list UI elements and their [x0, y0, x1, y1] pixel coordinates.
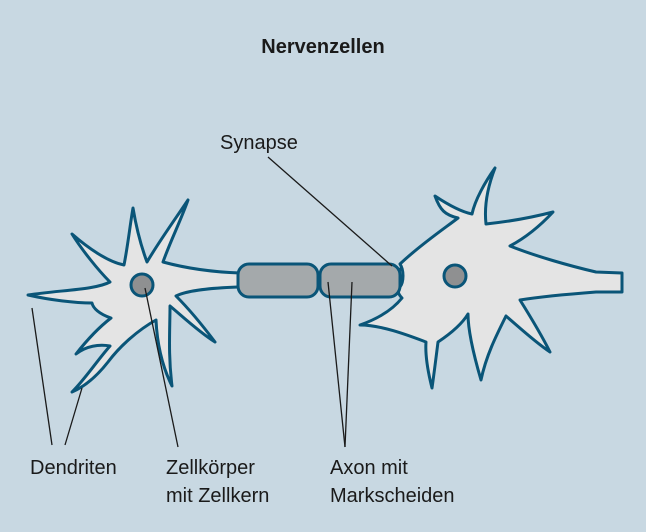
axon-label-line2: Markscheiden	[330, 485, 455, 507]
cell-body-label-line1: Zellkörper	[166, 457, 255, 479]
dendrite-leader-line-1	[32, 308, 52, 445]
synapse-leader-line	[268, 157, 392, 266]
left-nucleus	[131, 274, 153, 296]
dendrites-label: Dendriten	[30, 457, 117, 479]
axon-leader-line-1	[328, 282, 345, 447]
axon-label-line1: Axon mit	[330, 457, 408, 479]
myelin-sheath-2	[320, 264, 400, 297]
dendrite-leader-line-2	[65, 388, 82, 445]
synapse-label: Synapse	[220, 132, 298, 154]
right-nucleus	[444, 265, 466, 287]
axon-leader-line-2	[345, 282, 352, 447]
cell-body-label-line2: mit Zellkern	[166, 485, 269, 507]
myelin-sheath-1	[238, 264, 318, 297]
diagram-title: Nervenzellen	[261, 36, 384, 58]
